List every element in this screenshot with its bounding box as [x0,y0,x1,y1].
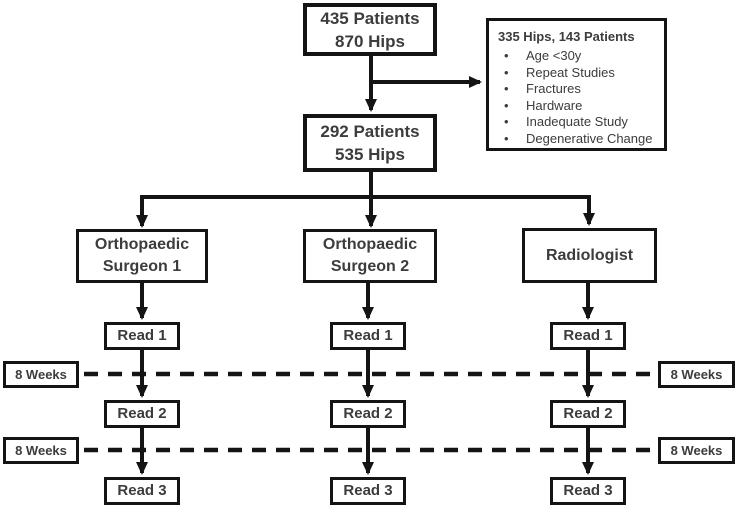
radiologist-read-2-label: Read 2 [563,405,613,422]
initial-cohort-hips: 870 Hips [335,31,405,51]
washout-box-right-2: 8 Weeks [658,437,735,464]
exclusion-item-degenerative-change: Degenerative Change [498,131,652,148]
radiologist-read-2-box: Read 2 [550,400,626,428]
surgeon1-read-1-label: Read 1 [117,327,167,344]
surgeon1-read-1-box: Read 1 [104,322,180,350]
reader-2-name-line1: Orthopaedic [322,236,418,253]
surgeon2-read-2-label: Read 2 [343,405,393,422]
surgeon2-read-1-label: Read 1 [343,327,393,344]
exclusion-criteria-box: 335 Hips, 143 Patients Age <30y Repeat S… [486,18,667,151]
exclusion-item-repeat-studies: Repeat Studies [498,65,652,82]
exclusion-item-hardware: Hardware [498,98,652,115]
washout-box-left-1: 8 Weeks [3,361,79,388]
exclusion-item-fractures: Fractures [498,81,652,98]
surgeon2-read-3-box: Read 3 [330,477,406,505]
surgeon2-read-2-box: Read 2 [330,400,406,428]
washout-box-right-1: 8 Weeks [658,361,735,388]
radiologist-read-1-box: Read 1 [550,322,626,350]
reader-2-name-line2: Surgeon 2 [330,258,410,275]
washout-left-2-label: 8 Weeks [15,443,67,458]
surgeon1-read-2-box: Read 2 [104,400,180,428]
reader-box-radiologist: Radiologist [522,228,657,283]
reader-box-surgeon-2: Orthopaedic Surgeon 2 [303,229,437,283]
radiologist-read-3-label: Read 3 [563,482,613,499]
radiologist-read-1-label: Read 1 [563,327,613,344]
washout-left-1-label: 8 Weeks [15,367,67,382]
washout-right-1-label: 8 Weeks [670,367,723,382]
initial-cohort-patients: 435 Patients [320,8,420,28]
initial-cohort-box: 435 Patients 870 Hips [303,3,437,56]
washout-box-left-2: 8 Weeks [3,437,79,464]
radiologist-read-3-box: Read 3 [550,477,626,505]
surgeon2-read-1-box: Read 1 [330,322,406,350]
included-cohort-box: 292 Patients 535 Hips [303,114,437,172]
surgeon1-read-3-box: Read 3 [104,477,180,505]
reader-3-name-line1: Radiologist [545,246,634,264]
exclusion-list: Age <30y Repeat Studies Fractures Hardwa… [498,48,652,147]
reader-1-name-line2: Surgeon 1 [102,258,182,275]
exclusion-item-age: Age <30y [498,48,652,65]
surgeon1-read-2-label: Read 2 [117,405,167,422]
included-cohort-patients: 292 Patients [320,122,420,141]
included-cohort-hips: 535 Hips [335,145,405,164]
exclusion-item-inadequate-study: Inadequate Study [498,114,652,131]
surgeon1-read-3-label: Read 3 [117,482,167,499]
surgeon2-read-3-label: Read 3 [343,482,393,499]
washout-right-2-label: 8 Weeks [670,443,723,458]
reader-1-name-line1: Orthopaedic [94,236,190,253]
exclusion-title: 335 Hips, 143 Patients [498,29,635,44]
reader-box-surgeon-1: Orthopaedic Surgeon 1 [76,229,208,283]
